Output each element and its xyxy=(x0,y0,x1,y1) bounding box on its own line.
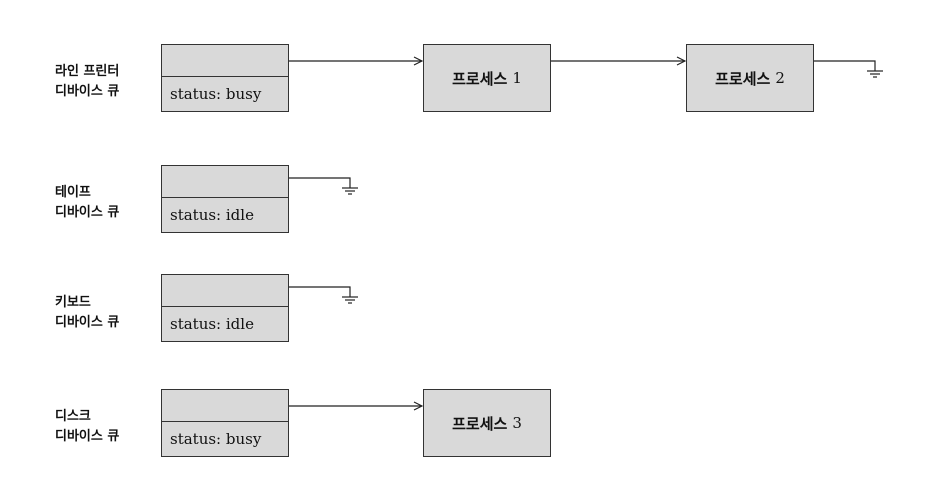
queue-pointer-field xyxy=(162,275,288,307)
process-box-3: 프로세스 3 xyxy=(423,389,551,457)
device-label-line2: 디바이스 큐 xyxy=(55,429,120,444)
null-ground-keyboard xyxy=(289,286,358,304)
device-label-line1: 테이프 xyxy=(55,185,91,200)
device-label-disk: 디스크 디바이스 큐 xyxy=(55,407,119,447)
process-box-2: 프로세스 2 xyxy=(686,44,814,112)
device-label-line1: 디스크 xyxy=(55,409,91,424)
queue-header-keyboard: status: idle xyxy=(161,274,289,342)
device-label-line2: 디바이스 큐 xyxy=(55,315,120,330)
device-label-keyboard: 키보드 디바이스 큐 xyxy=(55,293,119,333)
process-number: 2 xyxy=(775,69,785,87)
process-name: 프로세스 xyxy=(452,69,508,88)
queue-header-tape: status: idle xyxy=(161,165,289,233)
queue-status: status: idle xyxy=(170,206,254,224)
queue-header-disk: status: busy xyxy=(161,389,289,457)
queue-status: status: busy xyxy=(170,430,262,448)
queue-status: status: idle xyxy=(170,315,254,333)
process-name: 프로세스 xyxy=(452,414,508,433)
process-number: 3 xyxy=(512,414,522,432)
null-ground-tape xyxy=(289,177,358,195)
queue-pointer-field xyxy=(162,166,288,198)
device-label-line-printer: 라인 프린터 디바이스 큐 xyxy=(55,62,119,102)
device-label-line1: 라인 프린터 xyxy=(55,64,120,79)
process-number: 1 xyxy=(512,69,522,87)
queue-status: status: busy xyxy=(170,85,262,103)
device-label-tape: 테이프 디바이스 큐 xyxy=(55,183,119,223)
process-name: 프로세스 xyxy=(715,69,771,88)
null-ground-process-2 xyxy=(814,60,883,78)
device-label-line2: 디바이스 큐 xyxy=(55,84,120,99)
queue-header-line-printer: status: busy xyxy=(161,44,289,112)
process-box-1: 프로세스 1 xyxy=(423,44,551,112)
queue-pointer-field xyxy=(162,45,288,77)
device-label-line2: 디바이스 큐 xyxy=(55,205,120,220)
queue-pointer-field xyxy=(162,390,288,422)
device-label-line1: 키보드 xyxy=(55,295,91,310)
